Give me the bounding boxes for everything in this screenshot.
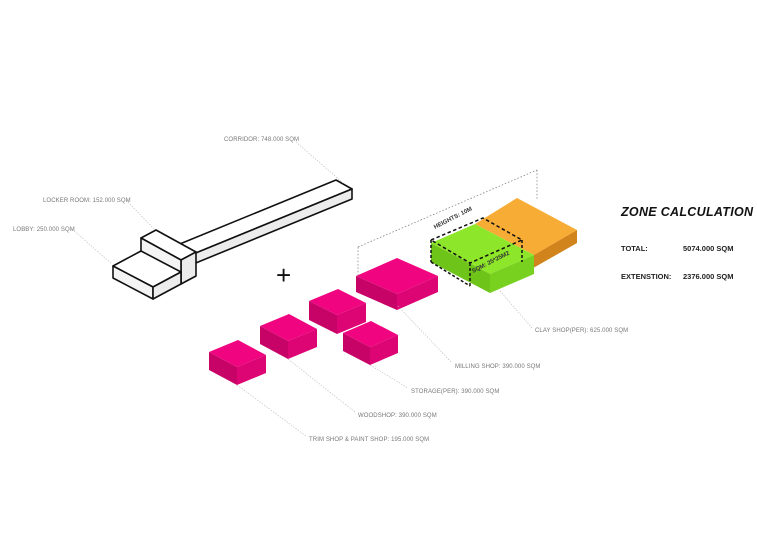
total-key: TOTAL: [621,244,648,253]
extension-value: 2376.000 SQM [683,272,733,281]
woodshop-leader [287,358,356,413]
storage-label: STORAGE(PER): 390.000 SQM [411,389,499,395]
trim-shop-label: TRIM SHOP & PAINT SHOP: 195.000 SQM [309,437,429,443]
trim-paint-shop-block [209,340,266,385]
woodshop-block-upper [309,289,366,334]
milling-shop-block [356,258,438,310]
clay-shop-leader [499,290,533,329]
zone-calculation-panel: ZONE CALCULATION TOTAL: 5074.000 SQM EXT… [620,205,754,281]
leader-lines [71,141,533,437]
storage-leader [369,364,409,389]
locker-room-label: LOCKER ROOM: 152.000 SQM [43,198,131,204]
height-dimension-lines [357,169,538,278]
storage-block [343,321,398,365]
zone-calculation-title: ZONE CALCULATION [620,205,754,219]
lobby-leader [71,228,113,265]
plus-operator: + [276,260,291,290]
lobby-label: LOBBY: 250.000 SQM [13,227,75,233]
corridor-label: CORRIDOR: 748.000 SQM [224,137,299,143]
trim-shop-leader [236,384,307,437]
corridor-side [185,188,353,268]
clay-shop-block [429,217,534,293]
extension-key: EXTENSTION: [621,272,671,281]
corridor-leader [295,141,344,184]
milling-shop-leader [397,305,453,364]
heights-label: HEIGHTS: 10M [433,206,473,230]
corridor-lobby-locker-mass [112,179,353,300]
lobby-side [152,271,182,300]
locker-room-leader [125,199,156,231]
corridor-top [169,179,353,258]
milling-shop-label: MILLING SHOP: 390.000 SQM [455,364,541,370]
woodshop-block [260,314,317,359]
total-value: 5074.000 SQM [683,244,733,253]
woodshop-label: WOODSHOP: 390.000 SQM [358,413,437,419]
clay-shop-label: CLAY SHOP(PER): 625.000 SQM [535,328,628,334]
